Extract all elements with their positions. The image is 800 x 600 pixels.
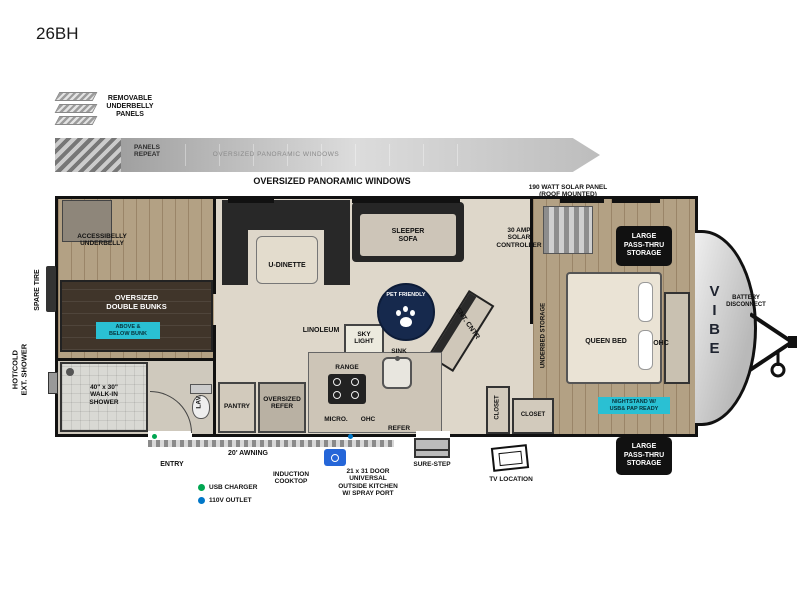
pantry-label: PANTRY: [224, 403, 250, 410]
queen-bed-label: QUEEN BED: [585, 338, 627, 345]
wall-bunkroom-lower: [213, 325, 216, 434]
walk-in-shower-label: 40" x 30" WALK-IN SHOWER: [89, 384, 119, 406]
sky-light-label: SKY LIGHT: [354, 331, 374, 346]
induction-cooktop-label: INDUCTION COOKTOP: [272, 471, 310, 486]
shower-head-icon: [66, 368, 74, 376]
double-bunks-label: OVERSIZED DOUBLE BUNKS: [106, 293, 167, 311]
usb-charger-legend-label: USB CHARGER: [209, 484, 258, 491]
bunk-badge: ABOVE & BELOW BUNK: [96, 322, 160, 339]
removable-underbelly-label: REMOVABLE UNDERBELLY PANELS: [106, 95, 154, 119]
ohc-kitchen-label: OHC: [360, 416, 376, 423]
spare-tire-label: SPARE TIRE: [33, 269, 41, 311]
pass-thru-storage-top-badge: LARGE PASS-THRU STORAGE: [616, 226, 672, 266]
lav-label: LAV.: [195, 394, 203, 409]
pantry-box: [218, 382, 256, 433]
tv-location-icon: [490, 444, 530, 472]
hitch-tongue: [750, 312, 797, 378]
usb-charger-legend-dot: [198, 484, 205, 491]
panels-repeat-stripes: [55, 138, 121, 172]
sleeper-sofa-label: SLEEPER SOFA: [391, 228, 425, 244]
toilet-bowl: [192, 395, 210, 419]
sure-step-icon: [414, 438, 450, 458]
refer-label: REFER: [387, 425, 411, 432]
bunkroom-cabinet: [62, 200, 112, 242]
usb-charger-marker: [152, 434, 157, 439]
sink-icon: [382, 356, 412, 389]
front-cap: [695, 230, 757, 426]
wall-bunkroom-upper: [213, 199, 216, 294]
bed-pillow-2: [638, 330, 653, 370]
oversized-windows-heading: OVERSIZED PANORAMIC WINDOWS: [253, 176, 411, 186]
underbelly-panels-icon: [54, 92, 99, 132]
awning-strip: [148, 440, 394, 447]
outlet-legend-dot: [198, 497, 205, 504]
closet-tall: [486, 386, 510, 434]
dinette-bench-right: [324, 200, 350, 285]
outside-kitchen-label: 21 x 31 DOOR UNIVERSAL OUTSIDE KITCHEN W…: [338, 468, 398, 498]
sink-label: SINK: [391, 348, 407, 355]
sure-step-gap: [416, 431, 450, 440]
ext-shower-label: HOT/COLD EXT. SHOWER: [10, 343, 28, 396]
window-bedroom-1: [560, 196, 604, 203]
accessibelly-label: ACCESSIBELLY UNDERBELLY: [77, 233, 127, 248]
toilet-tank: [190, 384, 212, 394]
ohc-bedroom-label: OHC: [653, 340, 669, 347]
range-label: RANGE: [335, 364, 359, 371]
u-dinette-label: U-DINETTE: [268, 262, 306, 269]
bedroom-wardrobe: [664, 292, 690, 384]
solar-controller-label: 30 AMP SOLAR CONTROLLER: [496, 227, 542, 249]
pet-friendly-label: PET FRIENDLY: [386, 292, 426, 298]
spare-tire-icon: [46, 266, 56, 312]
closet-wide: [512, 398, 554, 434]
underbed-storage-label: UNDERBED STORAGE: [540, 302, 547, 369]
side-profile-strip: [55, 138, 600, 172]
induction-cooktop-icon: [324, 449, 346, 466]
tv-location-label: TV LOCATION: [489, 476, 533, 483]
panels-repeat-label: PANELS REPEAT: [134, 144, 160, 159]
battery-disconnect-label: BATTERY DISCONNECT: [726, 295, 766, 308]
oversized-refer-label: OVERSIZED REFER: [263, 396, 301, 411]
paw-icon: [396, 305, 416, 329]
strip-windows-label: OVERSIZED PANORAMIC WINDOWS: [212, 151, 340, 158]
oversized-refer-box: [258, 382, 306, 433]
double-bunks: [60, 280, 213, 352]
outlet-marker: [348, 434, 353, 439]
ext-shower-port-icon: [48, 372, 58, 394]
closet-wide-label: CLOSET: [520, 412, 546, 418]
wall-bedroom: [530, 199, 533, 324]
window-sofa: [352, 196, 460, 203]
solar-panel-label: 190 WATT SOLAR PANEL (ROOF MOUNTED): [528, 184, 608, 199]
pass-thru-storage-bottom-badge: LARGE PASS-THRU STORAGE: [616, 437, 672, 475]
wall-bathroom: [58, 358, 215, 361]
model-label: 26BH: [36, 24, 79, 43]
window-dinette: [228, 196, 274, 203]
vibe-logo: VIBE: [706, 283, 723, 359]
strip-window-panes: [185, 144, 485, 166]
sleeper-sofa-seat: [360, 214, 456, 256]
awning-label: 20' AWNING: [228, 450, 268, 457]
walk-in-shower-stall: [60, 362, 148, 432]
dinette-table: [256, 236, 318, 284]
outlet-legend-label: 110V OUTLET: [209, 497, 252, 504]
sure-step-label: SURE-STEP: [413, 461, 451, 468]
bed-pillow-1: [638, 282, 653, 322]
nightstand-badge: NIGHTSTAND W/ USB& PAP READY: [598, 397, 670, 414]
linoleum-label: LINOLEUM: [302, 327, 340, 334]
pet-friendly-emblem: PET FRIENDLY: [377, 283, 435, 341]
entry-door-gap: [148, 431, 192, 440]
range-cooktop-icon: [328, 374, 366, 404]
micro-label: MICRO.: [324, 416, 348, 423]
solar-panel-icon: [543, 206, 593, 254]
closet-tall-label: CLOSET: [494, 395, 501, 420]
entry-label: ENTRY: [160, 461, 184, 468]
window-bedroom-2: [612, 196, 660, 203]
